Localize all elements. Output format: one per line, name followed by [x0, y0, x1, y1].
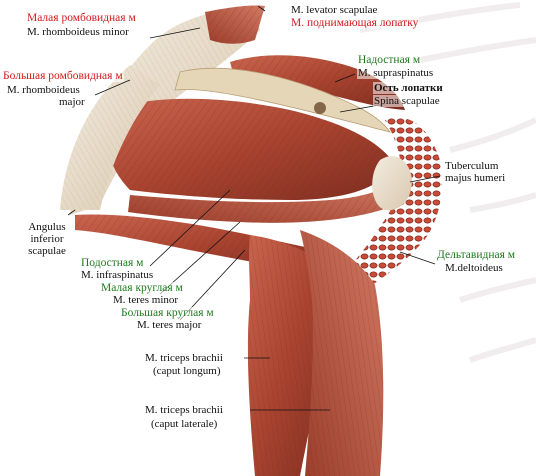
label-teres-major-lat: M. teres major [136, 319, 203, 331]
label-spina-ru: Ость лопатки [373, 82, 444, 94]
label-teres-minor-lat: M. teres minor [112, 294, 180, 306]
label-triceps-lateral-2: (caput laterale) [150, 418, 219, 430]
leader-lines [67, 5, 441, 411]
tuberculum-majus-shape [372, 156, 412, 211]
background-ribs [359, 2, 536, 363]
label-rhomboid-major-lat-2: major [58, 96, 86, 108]
label-supraspinatus-ru: Надостная м [357, 54, 422, 66]
label-rhomboid-minor-ru: Малая ромбовидная м [26, 12, 137, 24]
label-infraspinatus-ru: Подостная м [80, 257, 145, 269]
label-tuberculum-1: Tuberculum [444, 160, 500, 172]
label-teres-minor-ru: Малая круглая м [100, 282, 184, 294]
label-rhomboid-minor-lat: M. rhomboideus minor [26, 26, 130, 38]
label-supraspinatus-lat: M. supraspinatus [357, 67, 435, 79]
label-deltoid-lat: M.deltoideus [444, 262, 504, 274]
label-triceps-lateral-1: M. triceps brachii [144, 404, 224, 416]
label-tuberculum-2: majus humeri [444, 172, 507, 184]
label-rhomboid-major-ru: Большая ромбовидная м [2, 70, 124, 82]
label-spina-lat: Spina scapulae [373, 95, 441, 107]
label-rhomboid-major-lat-1: M. rhomboideus [6, 84, 81, 96]
label-deltoid-ru: Дельтавидная м [436, 249, 517, 261]
label-triceps-long-1: M. triceps brachii [144, 352, 224, 364]
label-infraspinatus-lat: M. infraspinatus [80, 269, 155, 281]
label-levator-lat: M. levator scapulae [290, 4, 379, 16]
deltoid-shape [335, 117, 442, 300]
label-teres-major-ru: Большая круглая м [120, 307, 215, 319]
label-triceps-long-2: (caput longum) [152, 365, 222, 377]
spina-scapulae-shape [174, 67, 391, 133]
label-levator-ru: М. поднимающая лопатку [290, 17, 420, 29]
label-angulus-2: inferior [24, 233, 70, 245]
label-angulus-3: scapulae [24, 245, 70, 257]
label-angulus-1: Angulus [24, 221, 70, 233]
